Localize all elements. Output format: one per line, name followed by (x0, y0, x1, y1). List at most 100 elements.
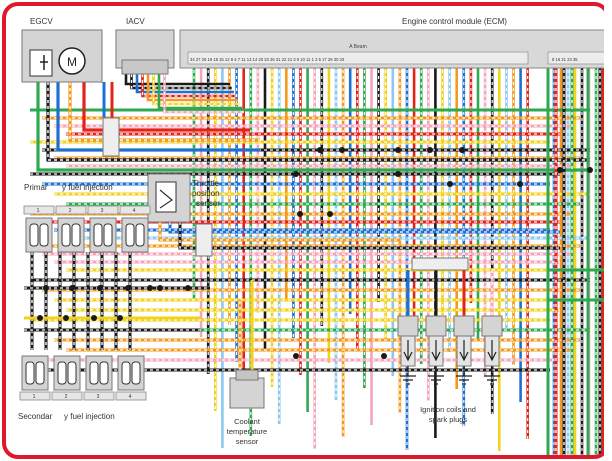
junction-dot (43, 285, 49, 291)
ecm-label: Engine control module (ECM) (402, 17, 507, 26)
ground-icon (484, 366, 500, 385)
junction-dot (395, 171, 401, 177)
secondary-pin-number: 3 (97, 394, 100, 400)
secondary-pin-number: 4 (129, 394, 132, 400)
ignition-coil-icon (453, 315, 475, 367)
coolant-label-line2: temperature (227, 427, 267, 436)
coil-arrow (487, 340, 497, 362)
wire-stripe (163, 68, 244, 113)
motor-icon: M (58, 47, 86, 75)
primary-pin-number: 3 (101, 208, 104, 214)
junction-dot (381, 353, 387, 359)
switch-icon (40, 55, 48, 70)
connector-strip (115, 391, 147, 401)
injector-icon (53, 355, 81, 391)
injector-icon (25, 217, 53, 253)
connector-strip (23, 205, 55, 215)
sensor-icon (155, 181, 177, 213)
coil-head (481, 315, 503, 337)
junction-dot (117, 315, 123, 321)
ecm-pin-numbers-left: 34 27 26 19 18 15 12 8 4 7 11 13 14 20 2… (190, 57, 345, 62)
connector-strip (119, 205, 151, 215)
ignition-coil-icon (397, 315, 419, 367)
injector-icon (57, 217, 85, 253)
wire-stripe (69, 82, 260, 141)
connector-strip (87, 205, 119, 215)
junction-dot (91, 315, 97, 321)
wire-stripe (179, 222, 560, 249)
junction-dot (125, 285, 131, 291)
coil-arrow (431, 340, 441, 362)
connector-strip (83, 391, 115, 401)
injector-coil (103, 223, 113, 247)
throttle-position-sensor (147, 173, 191, 223)
injector-coil (71, 223, 81, 247)
wire-stripe (130, 68, 232, 89)
ground-icon (456, 366, 472, 385)
coil-head (425, 315, 447, 337)
junction-dot (293, 171, 299, 177)
injector-coil (57, 361, 67, 385)
junction-dot (147, 285, 153, 291)
coil-head (397, 315, 419, 337)
ignition-coil-icon (425, 315, 447, 367)
egcv-label: EGCV (30, 17, 53, 26)
throttle-label-line2: position (192, 189, 220, 198)
ground-symbol (400, 366, 416, 385)
connector-block (102, 117, 120, 157)
injector-coil (121, 361, 131, 385)
secondary-label-b: y fuel injection (64, 412, 115, 421)
junction-dot (587, 167, 593, 173)
connector-strip (19, 391, 51, 401)
junction-dot (517, 181, 523, 187)
wire (135, 68, 234, 94)
injector-coil (135, 223, 145, 247)
secondary-pin-number: 1 (33, 394, 36, 400)
ground-symbol (484, 366, 500, 385)
junction-dot (293, 353, 299, 359)
connector-strip (51, 391, 83, 401)
injector-coil (61, 223, 71, 247)
primary-pin-number: 4 (133, 208, 136, 214)
injector-icon (89, 217, 117, 253)
ignition-coils (397, 315, 503, 385)
injector-icon (21, 355, 49, 391)
junction-dot (69, 285, 75, 291)
wire-stripe (141, 68, 236, 97)
junction-dot (339, 147, 345, 153)
wire-stripe (159, 222, 400, 241)
coil-arrow (459, 340, 469, 362)
junction-dot (37, 315, 43, 321)
ground-icon (428, 366, 444, 385)
primary-label-b: y fuel injection (62, 183, 113, 192)
injector-coil (89, 361, 99, 385)
coil-arrow (403, 340, 413, 362)
ignition-label-line1: Ignition coils and (420, 405, 476, 414)
ignition-coil-icon (481, 315, 503, 367)
wire-stripe (47, 82, 590, 161)
primary-pin-number: 2 (69, 208, 72, 214)
coolant-label-line3: sensor (236, 437, 259, 446)
ignition-label-line2: spark plugs (429, 415, 468, 424)
junction-dot (427, 147, 433, 153)
connector-block (411, 257, 469, 271)
injector-icon (121, 217, 149, 253)
right-edge-mask (604, 4, 612, 457)
junction-dot (557, 167, 563, 173)
motor-label: M (67, 55, 77, 69)
secondary-label-a: Secondar (18, 412, 53, 421)
junction-dot (297, 211, 303, 217)
connector-block (195, 223, 213, 257)
connector-strip (55, 205, 87, 215)
throttle-label-line3: sensor (196, 199, 220, 208)
wire-stripe (169, 222, 560, 233)
injector-coil (125, 223, 135, 247)
ground-icon (400, 366, 416, 385)
primary-label-a: Primar (24, 183, 48, 192)
injector-coil (131, 361, 141, 385)
ecm-pin-numbers-right: 8 16 21 23 35 (552, 57, 578, 62)
wire (56, 82, 260, 152)
injector-coil (35, 361, 45, 385)
junction-dot (459, 147, 465, 153)
